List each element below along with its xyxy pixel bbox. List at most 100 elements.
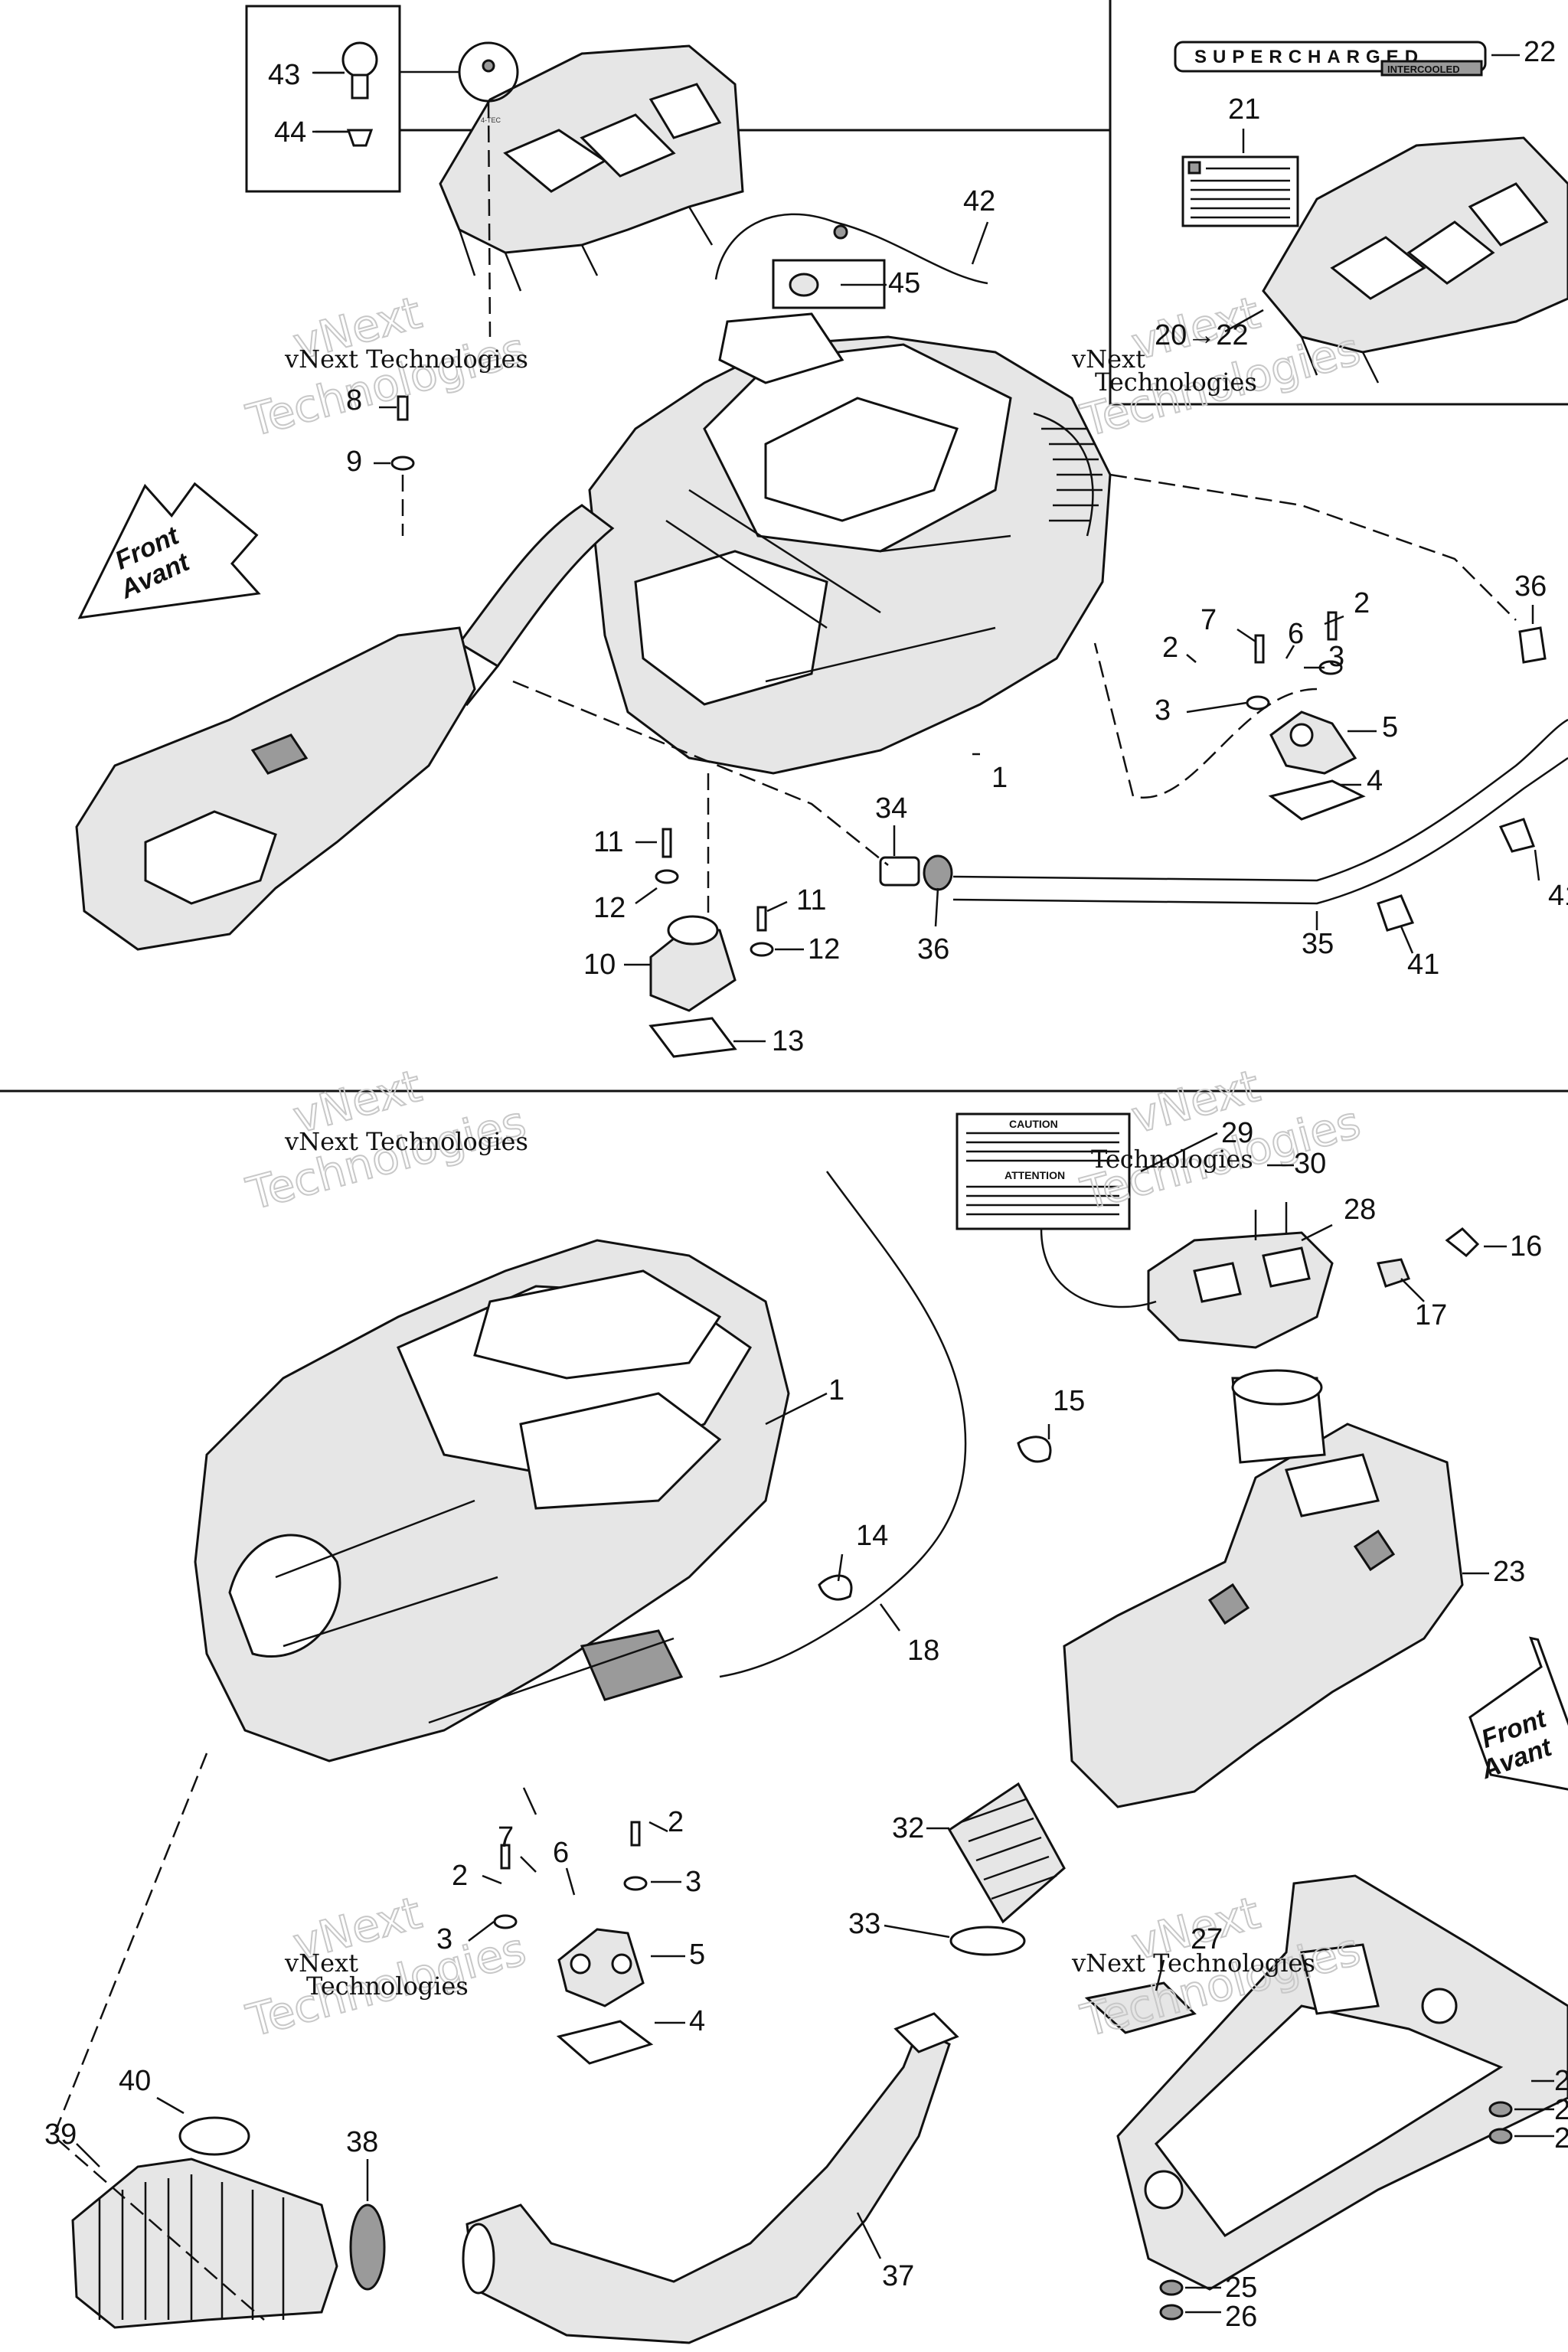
hose-42	[714, 213, 988, 285]
callout-leader	[635, 887, 658, 905]
watermark-1: vNext Technologies vNext Technologies	[240, 286, 531, 448]
callout-bottom-24: 37	[882, 2260, 914, 2292]
callout-leader	[76, 2143, 100, 2167]
callout-bottom-11: 2	[668, 1806, 684, 1838]
callout-bottom-19: 33	[848, 1908, 880, 1940]
callout-top-15: 3	[1155, 694, 1171, 727]
callout-top-7: 8	[346, 384, 362, 416]
callout-bottom-29: 26	[1554, 2122, 1568, 2154]
svg-text:vNext Technologies: vNext Technologies	[284, 345, 528, 374]
inset-frame-top-right	[1109, 0, 1568, 406]
callout-bottom-20: 27	[1191, 1923, 1223, 1955]
callout-top-28: 41	[1548, 880, 1568, 912]
callout-leader	[520, 1856, 537, 1873]
clamp-36-right	[1518, 626, 1547, 664]
callout-top-29: 41	[1407, 949, 1439, 981]
callout-top-1: 44	[274, 116, 306, 149]
callout-top-18: 1	[991, 762, 1008, 794]
callout-top-21: 11	[593, 826, 623, 858]
callout-bottom-5: 1	[828, 1374, 844, 1406]
callout-top-9: 36	[1514, 570, 1547, 603]
engine-cover-inset	[1262, 136, 1568, 384]
callout-bottom-6: 15	[1053, 1385, 1085, 1417]
callout-top-14: 2	[1354, 587, 1370, 619]
fitting-34	[879, 854, 953, 891]
callout-bottom-13: 6	[553, 1837, 569, 1869]
lower-airbox-24	[1116, 1874, 1568, 2291]
callout-leader	[468, 1921, 495, 1942]
callout-leader	[934, 887, 939, 927]
callout-leader	[1155, 1959, 1165, 1991]
callout-top-6: 20→22	[1155, 319, 1249, 351]
callout-top-13: 3	[1328, 641, 1344, 673]
clamp-41-b	[1498, 818, 1535, 853]
engine-mount-right-top	[1246, 611, 1366, 821]
callout-top-20: 36	[917, 933, 949, 965]
supercharged-decal: SUPERCHARGED INTERCOOLED	[1174, 41, 1487, 77]
callout-top-10: 7	[1200, 604, 1217, 636]
callout-leader	[1224, 309, 1264, 333]
callout-top-27: 35	[1302, 928, 1334, 960]
intercooled-text: INTERCOOLED	[1387, 64, 1460, 75]
callout-leader	[1236, 628, 1256, 643]
callout-leader	[879, 1603, 901, 1632]
callout-bottom-3: 16	[1510, 1230, 1542, 1263]
callout-leader	[1285, 645, 1295, 659]
callout-leader	[482, 1874, 502, 1885]
ring-38	[349, 2203, 386, 2291]
callout-bottom-8: 18	[907, 1635, 939, 1667]
callout-leader	[1140, 1132, 1218, 1173]
callout-top-4: 22	[1524, 36, 1556, 68]
callout-bottom-25: 25	[1225, 2272, 1257, 2304]
callout-top-12: 6	[1288, 618, 1304, 650]
svg-text:vNext: vNext	[284, 1949, 358, 1978]
callout-bottom-21: 40	[119, 2065, 151, 2097]
callout-leader	[1400, 1278, 1425, 1302]
duct-37	[462, 2012, 959, 2344]
callout-bottom-26: 26	[1225, 2301, 1257, 2333]
callout-top-16: 5	[1382, 711, 1398, 743]
engine-cover-logo-top: 4-TEC	[481, 116, 501, 124]
svg-text:Technologies: Technologies	[1095, 368, 1257, 397]
callout-bottom-16: 5	[689, 1939, 705, 1971]
callout-leader	[884, 1924, 950, 1939]
air-intake-cover	[1147, 1202, 1334, 1349]
callout-leader	[1301, 1223, 1333, 1242]
svg-text:vNext: vNext	[1071, 345, 1145, 374]
air-silencer	[1063, 1369, 1464, 1808]
plate-27	[1084, 1981, 1197, 2034]
callout-leader	[156, 2096, 185, 2115]
callout-leader	[765, 1392, 828, 1426]
push-fastener-icon	[341, 41, 378, 147]
callout-bottom-9: 23	[1493, 1556, 1525, 1588]
callout-leader	[1186, 701, 1247, 714]
front-arrow-top-icon: Front Avant	[77, 482, 261, 619]
svg-text:Technologies: Technologies	[1091, 1145, 1253, 1174]
callout-top-19: 34	[875, 792, 907, 825]
supercharged-text: SUPERCHARGED	[1194, 47, 1424, 67]
callout-top-8: 9	[346, 446, 362, 478]
callout-bottom-0: 29	[1221, 1117, 1253, 1149]
clamp-40	[178, 2116, 250, 2156]
callout-bottom-15: 3	[436, 1923, 452, 1955]
callout-top-26: 13	[772, 1025, 804, 1057]
callout-bottom-28: 25	[1554, 2094, 1568, 2126]
svg-text:vNext Technologies: vNext Technologies	[1071, 1949, 1315, 1978]
tie-15-icon	[1017, 1436, 1052, 1463]
clamp-33	[949, 1926, 1026, 1956]
callout-leader	[766, 900, 788, 913]
callout-bottom-23: 38	[346, 2126, 378, 2158]
hose-35	[952, 718, 1568, 882]
clamp-41-a	[1377, 894, 1415, 932]
engine-mount-center-top	[648, 828, 774, 1058]
callout-top-25: 10	[583, 949, 616, 981]
callout-bottom-17: 4	[689, 2005, 705, 2037]
warning-decal-bottom: CAUTION ATTENTION	[956, 1112, 1131, 1230]
callout-leader	[1400, 926, 1414, 954]
callout-leader	[565, 1867, 576, 1896]
callout-bottom-18: 32	[892, 1812, 924, 1844]
callout-top-24: 12	[808, 933, 840, 965]
callout-top-17: 4	[1367, 765, 1383, 797]
